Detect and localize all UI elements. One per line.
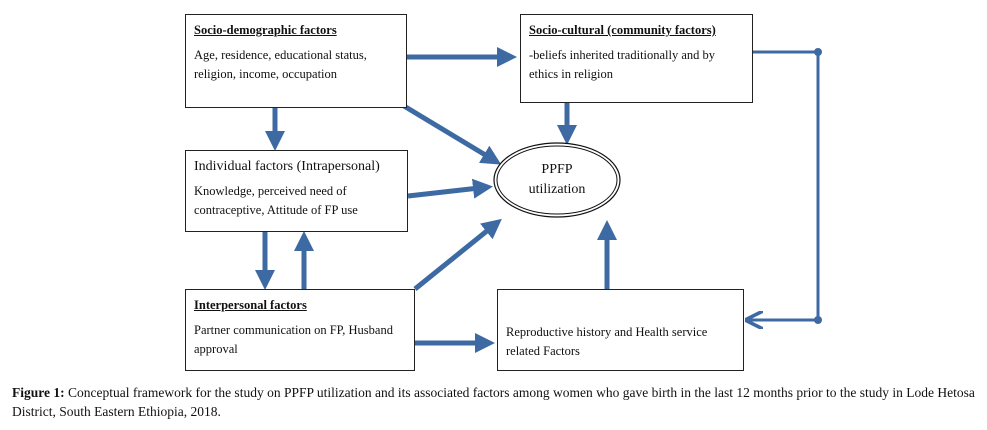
caption-label: Figure 1: [12, 385, 65, 400]
junction-dot [814, 48, 822, 56]
outcome-line2: utilization [528, 182, 586, 197]
individual-factors-box: Individual factors (Intrapersonal) Knowl… [185, 150, 408, 232]
outcome-ellipse [493, 142, 621, 218]
box-body: Reproductive history and Health service … [506, 325, 708, 358]
arrow-interpersonal-to-outcome [413, 218, 502, 291]
reproductive-health-box: Reproductive history and Health service … [497, 289, 744, 371]
box-body: -beliefs inherited traditionally and by … [529, 48, 716, 81]
box-body: Partner communication on FP, Husband app… [194, 323, 393, 356]
arrow-demographic-to-outcome [402, 103, 502, 165]
feedback-connector [748, 50, 820, 320]
box-title: Socio-demographic factors [194, 23, 337, 37]
box-title: Socio-cultural (community factors) [529, 23, 716, 37]
box-title: Individual factors (Intrapersonal) [194, 159, 380, 174]
box-title: Interpersonal factors [194, 298, 307, 312]
box-body: Age, residence, educational status, reli… [194, 48, 367, 81]
arrow-individual-to-outcome [407, 178, 493, 199]
figure-caption: Figure 1: Conceptual framework for the s… [12, 383, 977, 421]
caption-text: Conceptual framework for the study on PP… [12, 385, 975, 419]
box-body: Knowledge, perceived need of contracepti… [194, 184, 358, 217]
socio-demographic-box: Socio-demographic factors Age, residence… [185, 14, 407, 108]
socio-cultural-box: Socio-cultural (community factors) -beli… [520, 14, 753, 103]
outcome-label: PPFP utilization [494, 143, 620, 217]
outcome-line1: PPFP [541, 162, 573, 177]
interpersonal-factors-box: Interpersonal factors Partner communicat… [185, 289, 415, 371]
junction-dot [814, 316, 822, 324]
